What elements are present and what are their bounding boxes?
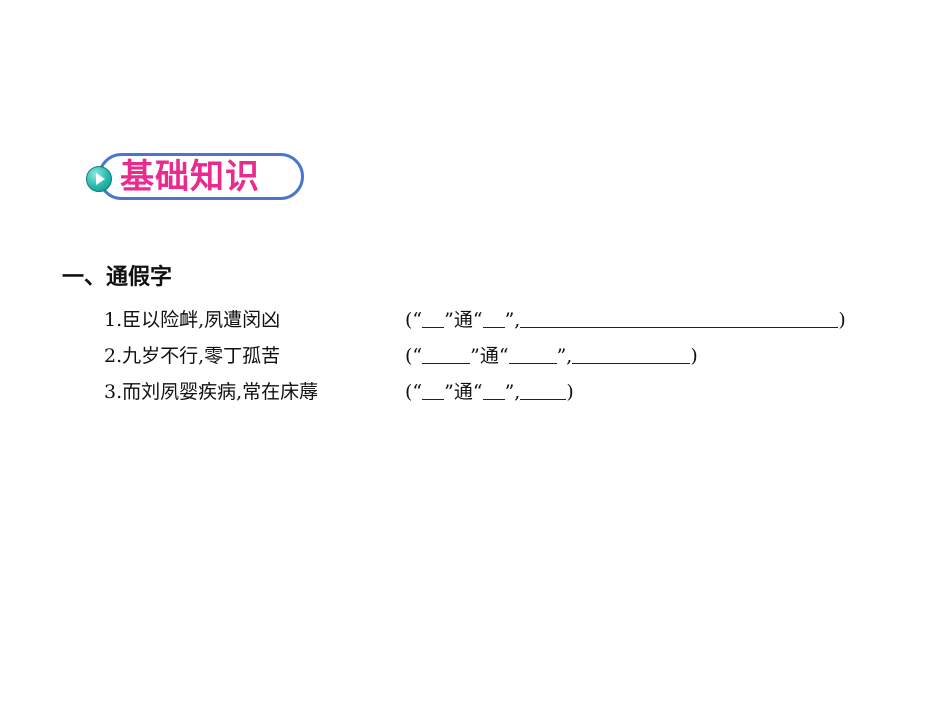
- close-paren: ): [838, 309, 846, 331]
- answer-blank[interactable]: [422, 307, 445, 328]
- meaning-blank[interactable]: [520, 379, 567, 400]
- answer-template: (“ ”通“ ”,): [405, 340, 698, 372]
- answer-blank[interactable]: [422, 343, 471, 364]
- question-sentence: 2.九岁不行,零丁孤苦: [104, 345, 281, 367]
- answer-blank[interactable]: [508, 343, 557, 364]
- answer-template: (“ ”通“ ”,): [405, 304, 846, 336]
- answer-blank[interactable]: [422, 379, 445, 400]
- meaning-blank[interactable]: [520, 307, 839, 328]
- answer-blank[interactable]: [482, 379, 505, 400]
- answer-blank[interactable]: [482, 307, 505, 328]
- comma-text: ”,: [504, 381, 521, 403]
- question-sentence: 1.臣以险衅,夙遭闵凶: [104, 309, 281, 331]
- open-paren: (“: [405, 381, 423, 403]
- badge-title: 基础知识: [120, 157, 260, 197]
- close-paren: ): [690, 345, 698, 367]
- badge-pill: [98, 153, 304, 200]
- tong-text: ”通“: [470, 345, 509, 367]
- question-sentence: 3.而刘夙婴疾病,常在床蓐: [104, 381, 319, 403]
- section-title: 一、通假字: [62, 265, 173, 290]
- comma-text: ”,: [504, 309, 521, 331]
- close-paren: ): [566, 381, 574, 403]
- comma-text: ”,: [556, 345, 573, 367]
- tong-text: ”通“: [444, 381, 483, 403]
- play-icon: [86, 166, 112, 192]
- meaning-blank[interactable]: [572, 343, 691, 364]
- answer-template: (“ ”通“ ”,): [405, 376, 574, 408]
- open-paren: (“: [405, 309, 423, 331]
- open-paren: (“: [405, 345, 423, 367]
- tong-text: ”通“: [444, 309, 483, 331]
